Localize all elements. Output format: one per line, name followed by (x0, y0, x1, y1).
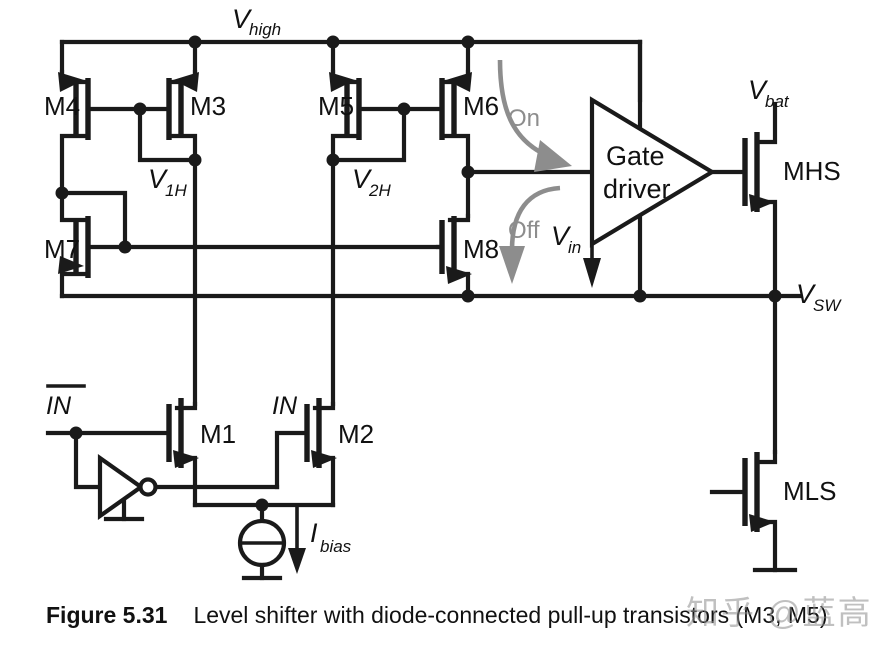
gate-driver-block[interactable] (589, 39, 748, 248)
label-vsw: V SW (796, 279, 842, 315)
transistor-m6 (401, 69, 595, 219)
gate-driver-label-line1: Gate (606, 141, 665, 171)
label-m7: M7 (44, 234, 80, 264)
transistor-m4 (58, 69, 143, 196)
ibias-symbol: I (310, 518, 318, 548)
annotation-on: On (508, 105, 540, 132)
on-arrow (497, 59, 572, 172)
label-vin: V in (551, 221, 581, 257)
label-ibias: I bias (310, 518, 352, 556)
input-inverter (45, 426, 280, 522)
figure-number: Figure 5.31 (46, 601, 168, 628)
annotation-off: Off (508, 217, 540, 244)
label-vbat: V bat (748, 75, 790, 111)
vsw-symbol: V (796, 279, 817, 309)
label-in-bar: IN (46, 384, 86, 420)
v1h-symbol: V (148, 164, 169, 194)
vhigh-subscript: high (249, 20, 281, 39)
figure-caption: Figure 5.31 Level shifter with diode-con… (0, 592, 877, 638)
vin-symbol: V (551, 221, 572, 251)
label-m5: M5 (318, 91, 354, 121)
vhigh-symbol: V (232, 4, 253, 34)
label-v1h: V 1H (148, 164, 187, 200)
tail-current-source (192, 498, 336, 581)
vsw-subscript: SW (813, 296, 842, 315)
vsw-rail (59, 289, 803, 303)
label-m2: M2 (338, 419, 374, 449)
transistor-m3 (133, 69, 202, 407)
off-arrow (499, 185, 561, 284)
label-m3: M3 (190, 91, 226, 121)
gate-driver-label-line2: driver (603, 174, 671, 204)
transistor-m7 (55, 186, 441, 299)
transistor-m2 (274, 398, 337, 508)
vbat-subscript: bat (765, 92, 790, 111)
label-m1: M1 (200, 419, 236, 449)
label-in: IN (272, 392, 298, 420)
v2h-subscript: 2H (368, 181, 391, 200)
vin-arrow (583, 198, 601, 288)
in-bar-text: IN (46, 392, 72, 420)
ibias-subscript: bias (320, 537, 352, 556)
label-m6: M6 (463, 91, 499, 121)
transistor-mls (709, 449, 798, 573)
v1h-subscript: 1H (165, 181, 187, 200)
label-mhs: MHS (783, 156, 841, 186)
vin-subscript: in (568, 238, 581, 257)
v2h-symbol: V (352, 164, 373, 194)
figure-caption-text: Level shifter with diode-connected pull-… (193, 601, 828, 628)
vbat-symbol: V (748, 75, 769, 105)
label-m8: M8 (463, 234, 499, 264)
label-v2h: V 2H (352, 164, 391, 200)
transistor-m8 (435, 213, 472, 299)
label-vhigh: V high (232, 4, 281, 39)
transistor-m1 (73, 398, 199, 508)
label-mls: MLS (783, 476, 836, 506)
label-m4: M4 (44, 91, 80, 121)
transistor-mhs (742, 101, 778, 455)
transistor-m5 (326, 69, 411, 407)
